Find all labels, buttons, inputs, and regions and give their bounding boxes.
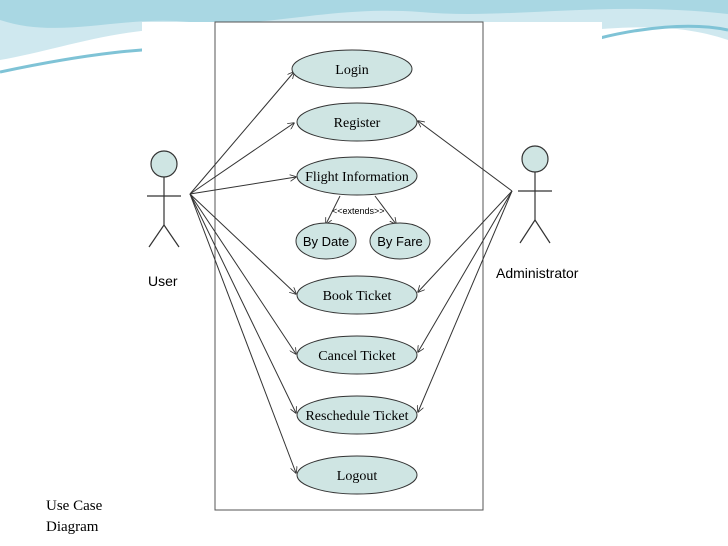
usecase-book-ticket-label: Book Ticket bbox=[323, 289, 392, 304]
usecase-cancel-ticket: Cancel Ticket bbox=[296, 335, 418, 375]
user-actor-head bbox=[150, 150, 178, 178]
extends-stereotype-label: <<extends>> bbox=[332, 206, 385, 216]
user-to-cancel-line bbox=[189, 193, 296, 354]
admin-associations bbox=[418, 121, 513, 412]
usecase-book-ticket-shape bbox=[296, 275, 418, 315]
caption-line-1: Use Case bbox=[46, 498, 103, 514]
usecase-flight-information-shape bbox=[296, 156, 418, 196]
extends-by-date-line bbox=[326, 195, 341, 224]
system-boundary bbox=[214, 21, 484, 511]
usecase-login-shape bbox=[291, 49, 413, 89]
extends-by-fare-line bbox=[374, 195, 396, 224]
usecase-register-shape bbox=[296, 102, 418, 142]
usecase-cancel-ticket-shape bbox=[296, 335, 418, 375]
user-to-book-line bbox=[189, 193, 296, 294]
extends-relations bbox=[326, 195, 396, 224]
caption-line-2: Diagram bbox=[46, 519, 99, 535]
user-to-flight-info-line bbox=[189, 177, 296, 195]
usecase-register-label: Register bbox=[334, 116, 381, 131]
usecase-by-fare: By Fare bbox=[369, 222, 431, 260]
usecase-flight-information: Flight Information bbox=[296, 156, 418, 196]
usecase-reschedule-ticket-label: Reschedule Ticket bbox=[305, 409, 408, 424]
user-to-logout-line bbox=[189, 193, 296, 473]
usecase-reschedule-ticket: Reschedule Ticket bbox=[296, 395, 418, 435]
admin-to-reschedule-line bbox=[418, 190, 513, 412]
user-to-register-line bbox=[189, 123, 294, 195]
usecase-register: Register bbox=[296, 102, 418, 142]
decorative-wave-accent bbox=[0, 0, 728, 28]
usecase-by-date-label: By Date bbox=[303, 234, 349, 249]
user-actor bbox=[147, 150, 181, 248]
usecase-reschedule-ticket-shape bbox=[296, 395, 418, 435]
usecase-logout-label: Logout bbox=[337, 469, 378, 484]
admin-to-book-line bbox=[418, 190, 513, 292]
user-actor-label: User bbox=[148, 273, 178, 289]
user-to-login-line bbox=[189, 72, 294, 195]
user-associations bbox=[189, 72, 296, 473]
admin-actor bbox=[518, 145, 552, 244]
usecase-book-ticket: Book Ticket bbox=[296, 275, 418, 315]
admin-to-cancel-line bbox=[418, 190, 513, 352]
usecase-login: Login bbox=[291, 49, 413, 89]
usecase-login-label: Login bbox=[335, 63, 368, 78]
usecase-cancel-ticket-label: Cancel Ticket bbox=[318, 349, 395, 364]
usecase-by-date: By Date bbox=[295, 222, 357, 260]
decorative-wave-right bbox=[599, 24, 728, 40]
usecase-by-fare-label: By Fare bbox=[377, 234, 423, 249]
admin-actor-head bbox=[521, 145, 549, 173]
admin-to-register-line bbox=[418, 121, 513, 192]
usecase-by-fare-shape bbox=[369, 222, 431, 260]
user-to-reschedule-line bbox=[189, 193, 296, 413]
usecase-logout-shape bbox=[296, 455, 418, 495]
usecase-logout: Logout bbox=[296, 455, 418, 495]
admin-actor-label: Administrator bbox=[496, 265, 579, 281]
usecase-by-date-shape bbox=[295, 222, 357, 260]
usecase-flight-information-label: Flight Information bbox=[305, 170, 409, 185]
slide-caption: Use Case Diagram bbox=[46, 496, 136, 538]
